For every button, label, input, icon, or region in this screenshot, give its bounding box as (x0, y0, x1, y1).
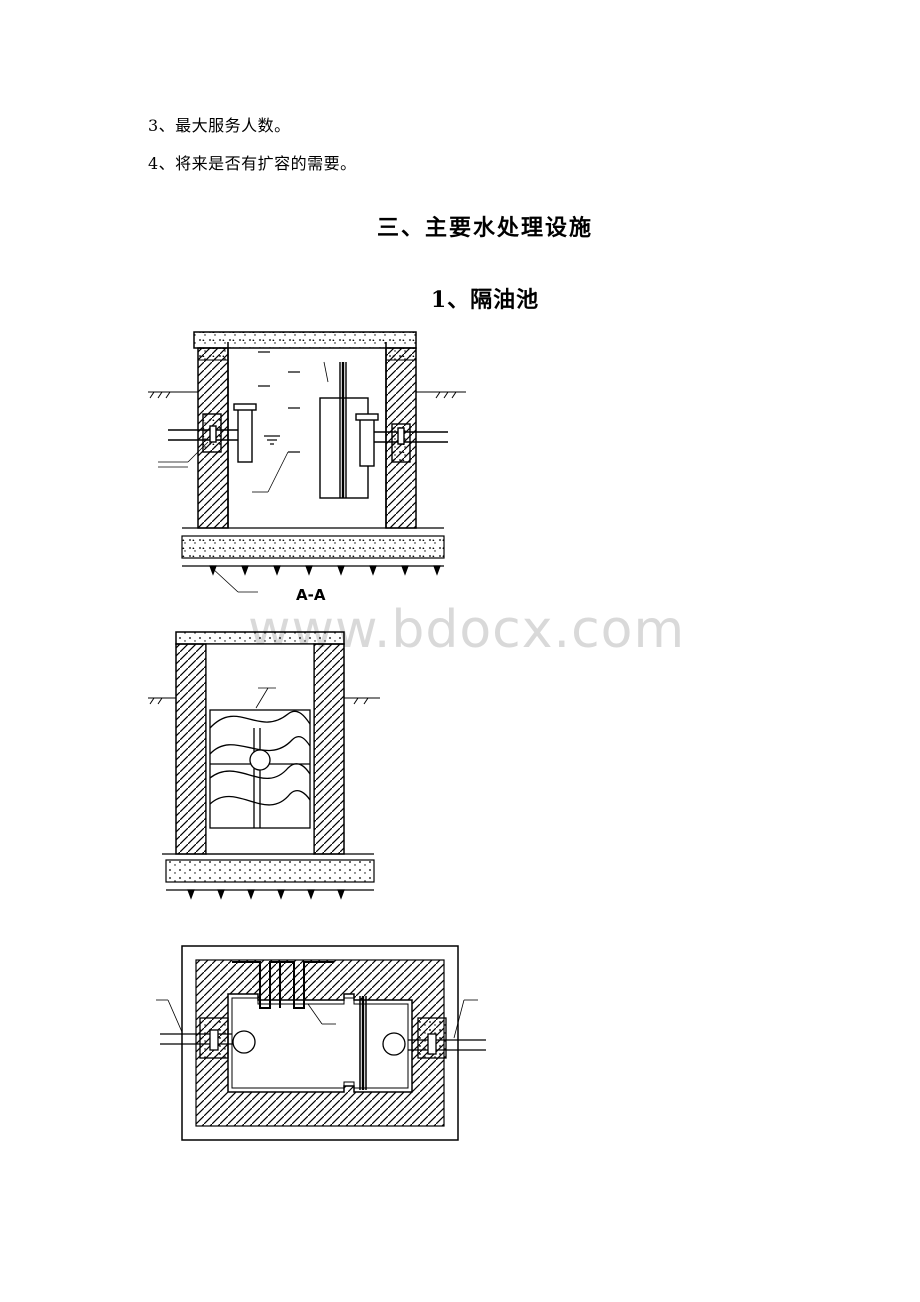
oil-separator-plan-drawing (156, 945, 486, 1141)
label-leaders (158, 441, 289, 493)
inlet-pipe (168, 403, 257, 463)
outlet-pipe (355, 413, 448, 467)
list-item-expansion: 4、将来是否有扩容的需要。 (148, 154, 357, 173)
section-title: 三、主要水处理设施 (376, 215, 593, 241)
serpentine-baffle (232, 961, 334, 1009)
water-level-marks (258, 351, 300, 453)
cover-slab (193, 331, 417, 349)
subsection-title: 1、隔油池 (430, 287, 540, 313)
oil-separator-section-drawing: A-A (148, 331, 466, 604)
section-label: A-A (296, 586, 326, 604)
oil-separator-cross-section-drawing (148, 631, 380, 900)
list-item-max-service: 3、最大服务人数。 (148, 116, 291, 135)
outlet (382, 1017, 486, 1059)
ground-line (148, 391, 466, 399)
inlet (160, 1017, 256, 1059)
middle-partition (359, 996, 367, 1090)
spiral-baffles (209, 709, 311, 829)
base-slab (181, 527, 445, 593)
